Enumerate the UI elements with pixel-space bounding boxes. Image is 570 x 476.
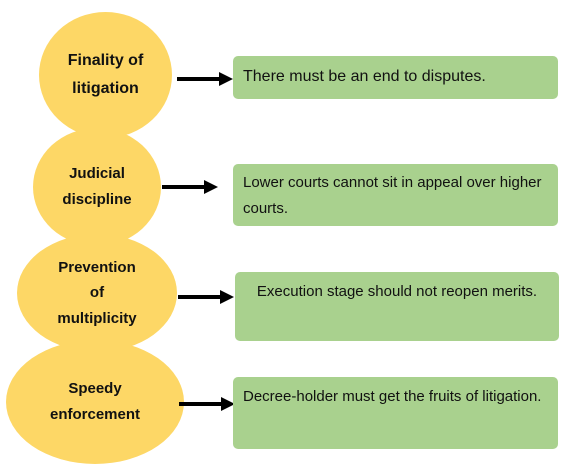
- concept-ellipse-finality: Finality of litigation: [39, 12, 172, 138]
- arrow-right-icon: [179, 397, 235, 411]
- concept-ellipse-prevention-of-multiplicity: Prevention of multiplicity: [17, 234, 177, 352]
- concept-label-line: of: [89, 284, 105, 302]
- arrow-right-icon: [162, 180, 218, 194]
- description-text: Execution stage should not reopen merits…: [256, 283, 538, 300]
- concept-label-line: litigation: [72, 80, 139, 97]
- description-text: Decree-holder must get the fruits of lit…: [243, 388, 542, 405]
- description-box-finality: There must be an end to disputes.: [233, 56, 558, 99]
- description-box-speedy-enforcement: Decree-holder must get the fruits of lit…: [233, 377, 558, 449]
- description-text: There must be an end to disputes.: [243, 68, 486, 85]
- concept-label-line: Prevention: [58, 258, 136, 276]
- arrow-right-icon: [177, 72, 233, 86]
- concept-label-line: Speedy: [68, 379, 122, 397]
- concept-label-line: enforcement: [49, 406, 141, 423]
- concept-label-line: Finality of: [67, 52, 144, 69]
- concept-label-line: multiplicity: [57, 309, 137, 327]
- description-text: Lower courts cannot sit in appeal over h…: [243, 174, 542, 217]
- concept-ellipse-speedy-enforcement: Speedy enforcement: [6, 340, 184, 464]
- description-box-prevention-of-multiplicity: Execution stage should not reopen merits…: [235, 272, 559, 341]
- concept-label-line: Judicial: [69, 164, 125, 182]
- concept-ellipse-judicial-discipline: Judicial discipline: [33, 128, 161, 246]
- description-box-judicial-discipline: Lower courts cannot sit in appeal over h…: [233, 164, 558, 226]
- concept-label-line: discipline: [62, 191, 132, 208]
- arrow-right-icon: [178, 290, 234, 304]
